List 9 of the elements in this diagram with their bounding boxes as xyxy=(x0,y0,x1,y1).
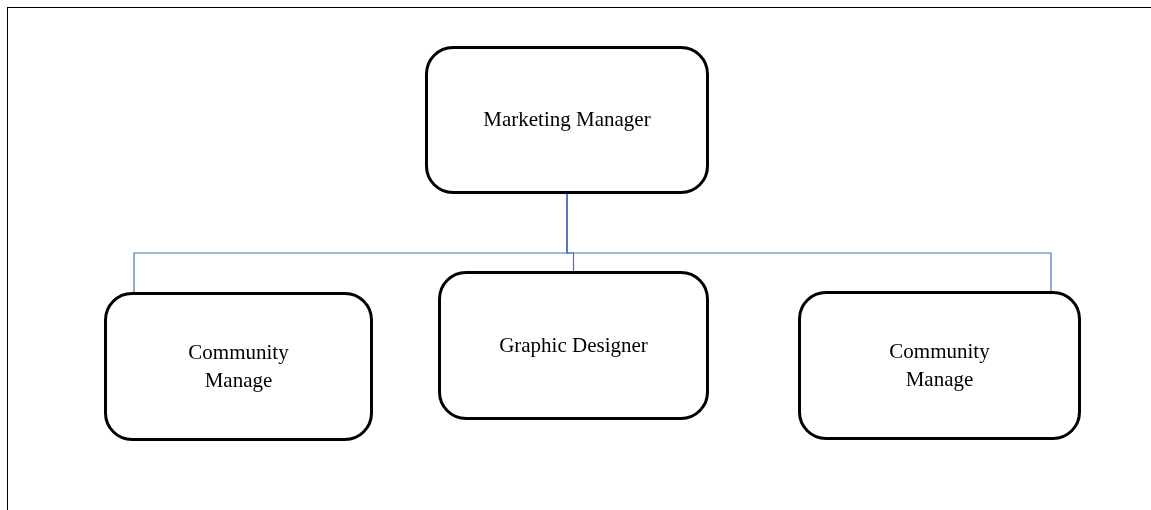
role-title: Community Manage xyxy=(888,338,991,393)
connector-line xyxy=(566,193,1052,292)
role-box xyxy=(425,46,709,194)
role-box xyxy=(438,271,709,420)
role-title: Graphic Designer xyxy=(499,331,648,359)
role-title: Marketing Manager xyxy=(483,106,651,134)
role-title: Community Manage xyxy=(187,339,290,394)
role-box xyxy=(104,292,373,441)
role-box xyxy=(798,291,1081,440)
